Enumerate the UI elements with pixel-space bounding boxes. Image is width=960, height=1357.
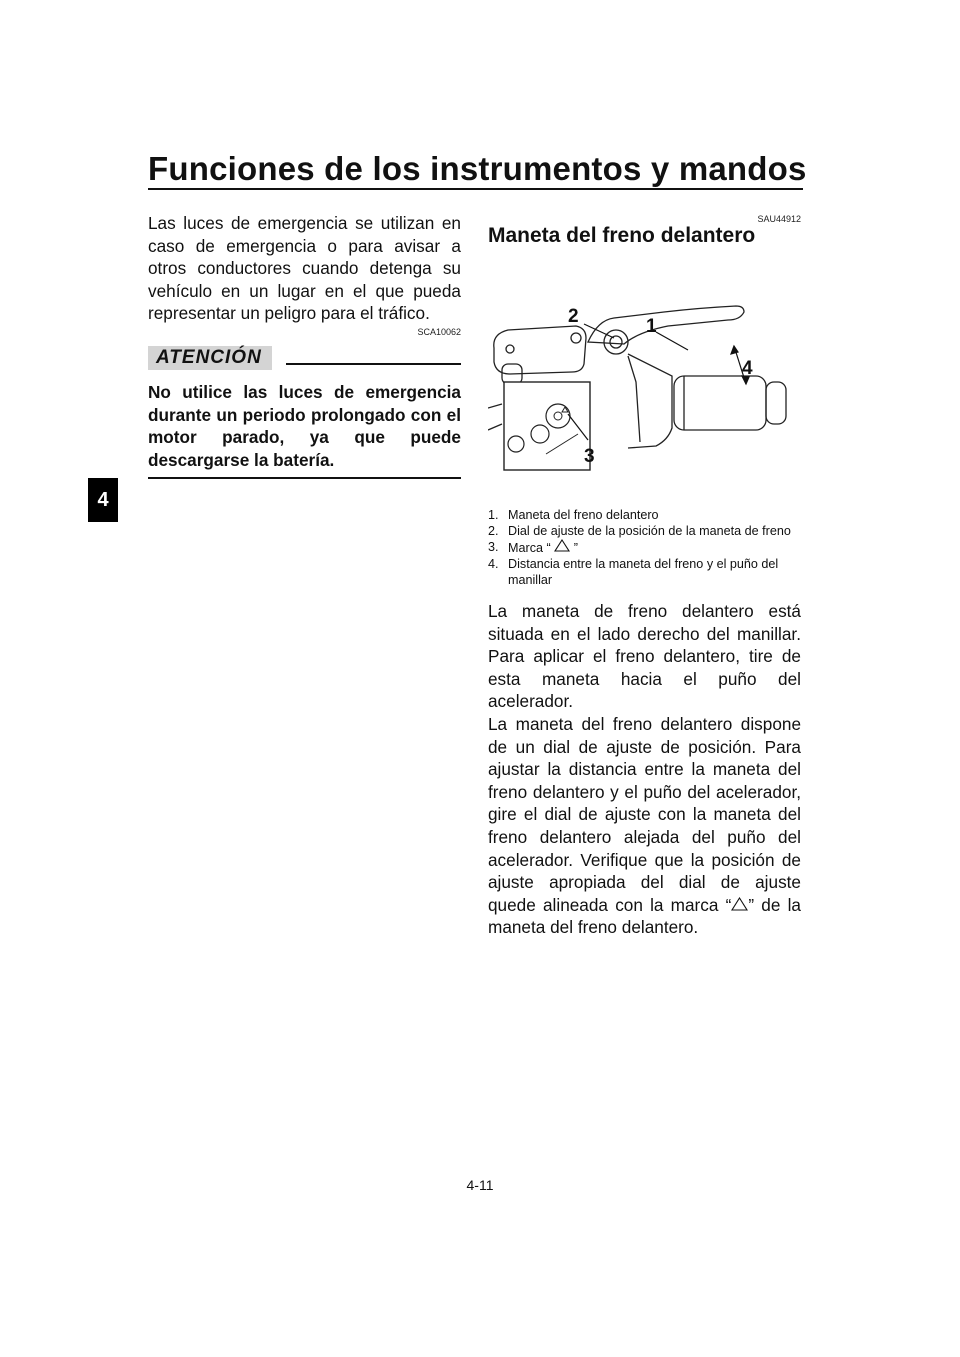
- lever-paragraph-2: La maneta del freno delantero dispone de…: [488, 713, 801, 938]
- leader-lines: [567, 323, 750, 441]
- chapter-tab: 4: [88, 478, 118, 522]
- intro-paragraph: Las luces de emergencia se utilizan en c…: [148, 213, 461, 324]
- caption-item: 2. Dial de ajuste de la posición de la m…: [488, 524, 791, 538]
- handlebar-illustration: [487, 305, 787, 449]
- section-code: SAU44912: [757, 214, 801, 224]
- figure-captions: 1. Maneta del freno delantero 2. Dial de…: [488, 507, 801, 588]
- caption-item: 3. Marca “ ”: [488, 539, 578, 555]
- page-number: 4-11: [466, 1177, 494, 1193]
- attention-bottom-rule: [148, 477, 461, 480]
- callout-1: 1: [646, 316, 657, 337]
- callout-4: 4: [742, 358, 753, 379]
- caption-item: 1. Maneta del freno delantero: [488, 508, 659, 522]
- triangle-mark-icon: [731, 896, 749, 911]
- triangle-mark-icon: [554, 539, 571, 552]
- callout-3: 3: [584, 446, 595, 467]
- brake-lever-figure: 2 1 3 4: [487, 305, 787, 471]
- attention-header: ATENCIÓN: [148, 345, 461, 371]
- callout-2: 2: [568, 306, 579, 327]
- header-rule: [148, 188, 803, 190]
- attention-text: No utilice las luces de emergencia duran…: [148, 381, 461, 470]
- attention-label: ATENCIÓN: [148, 345, 272, 370]
- attention-rule: [285, 362, 461, 365]
- caption-item: 4. Distancia entre la maneta del freno y…: [488, 557, 779, 587]
- page-title: Funciones de los instrumentos y mandos: [148, 150, 807, 187]
- section-title: Maneta del freno delantero: [488, 224, 756, 247]
- attention-code: SCA10062: [417, 326, 461, 337]
- lever-paragraph-1: La maneta de freno delantero está situad…: [488, 601, 801, 712]
- inset-detail: [503, 381, 591, 471]
- left-column: Las luces de emergencia se utilizan en c…: [148, 212, 461, 480]
- callout-labels: 2 1 3 4: [568, 306, 753, 467]
- right-column: SAU44912 Maneta del freno delantero: [487, 212, 801, 939]
